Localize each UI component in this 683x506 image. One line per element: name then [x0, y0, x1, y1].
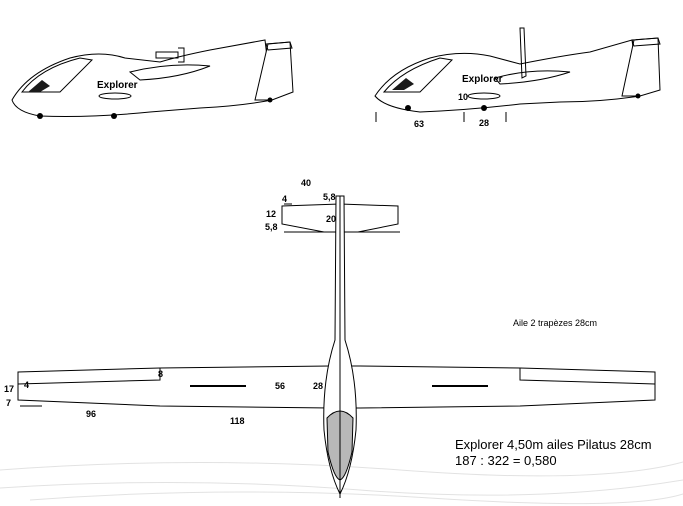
- wing-note: Aile 2 trapèzes 28cm: [513, 318, 597, 328]
- caption-title: Explorer 4,50m ailes Pilatus 28cm: [455, 437, 652, 452]
- wing-root-left: [128, 64, 211, 81]
- dim-label-56: 56: [275, 381, 285, 391]
- fin-cap-left: [265, 41, 293, 51]
- engine-prop-left: [178, 47, 185, 63]
- wing-section-left: [98, 92, 132, 100]
- dim-label-20: 20: [326, 214, 336, 224]
- wheel-main-right: [481, 105, 487, 111]
- dim-label-4-tail: 4: [282, 194, 287, 204]
- dim-label-63: 63: [414, 119, 424, 129]
- aileron-left: [17, 368, 161, 385]
- canopy-dark-right: [392, 78, 414, 90]
- dim-label-10: 10: [458, 92, 468, 102]
- side-view-left: Explorer: [11, 39, 294, 119]
- dim-label-96: 96: [86, 409, 96, 419]
- wheel-main-left: [111, 113, 117, 119]
- wing-root-right: [494, 70, 571, 85]
- dim-label-5-8-top: 5,8: [323, 192, 336, 202]
- canopy-dark-left: [28, 80, 50, 92]
- side-view-right: Explorer 10 63 28: [374, 27, 661, 129]
- canopy-outline-right: [382, 57, 454, 93]
- fin-cap-right: [631, 37, 661, 47]
- wing-section-right: [467, 92, 501, 100]
- dim-label-5-8-bottom: 5,8: [265, 222, 278, 232]
- ground-scribble: [0, 461, 683, 505]
- dim-label-7: 7: [6, 398, 11, 408]
- wheel-tail-right: [635, 93, 641, 99]
- fuselage-left: [11, 39, 273, 117]
- canopy-outline-left: [20, 57, 94, 93]
- brand-label-right: Explorer: [462, 74, 503, 85]
- dim-label-40: 40: [301, 178, 311, 188]
- propeller-right: [519, 27, 527, 79]
- dim-label-4-wing: 4: [24, 380, 29, 390]
- aileron-right: [519, 368, 656, 385]
- dim-label-12: 12: [266, 209, 276, 219]
- dim-label-28-side: 28: [479, 118, 489, 128]
- dim-label-28-wing: 28: [313, 381, 323, 391]
- wheel-nose-right: [405, 105, 411, 111]
- top-view: 40 4 5,8 12 20 5,8 17 4 7 8 56 28 96 118: [4, 178, 656, 498]
- fuselage-right: [374, 39, 641, 113]
- wheel-nose-left: [37, 113, 43, 119]
- wheel-tail-left: [267, 97, 273, 103]
- engine-mount-left: [155, 51, 179, 59]
- brand-label-left: Explorer: [97, 80, 138, 91]
- dim-label-17: 17: [4, 384, 14, 394]
- dim-label-118: 118: [230, 416, 245, 426]
- dim-label-8: 8: [158, 369, 163, 379]
- caption-ratio: 187 : 322 = 0,580: [455, 453, 557, 468]
